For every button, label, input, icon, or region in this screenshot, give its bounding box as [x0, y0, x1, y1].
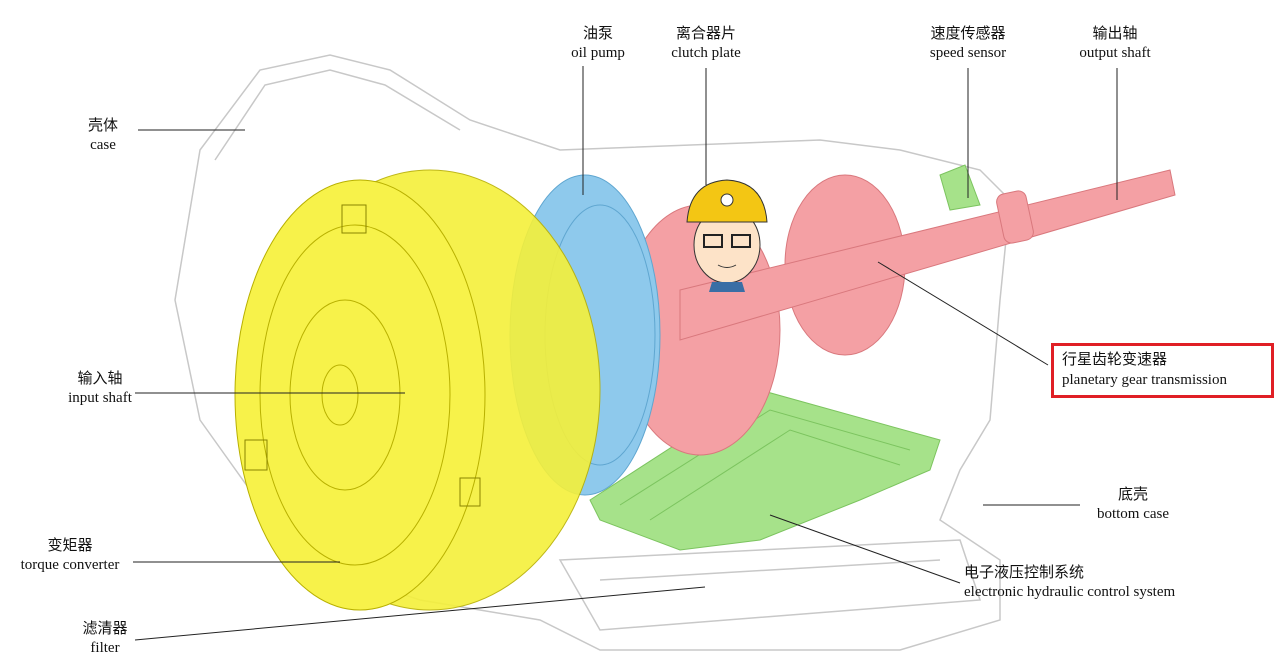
label-torque-converter-zh: 变矩器: [47, 538, 93, 554]
label-clutch-plate-zh: 离合器片: [675, 26, 736, 42]
label-speed-sensor-zh: 速度传感器: [930, 26, 1006, 42]
label-filter: 滤清器 filter: [75, 620, 135, 658]
label-torque-converter: 变矩器 torque converter: [5, 537, 135, 575]
label-planetary-en: planetary gear transmission: [1062, 372, 1227, 388]
label-bottom-case-zh: 底壳: [1117, 487, 1148, 503]
label-case-en: case: [90, 137, 116, 153]
label-oil-pump-en: oil pump: [571, 45, 625, 61]
label-output-shaft-zh: 输出轴: [1092, 26, 1138, 42]
label-clutch-plate-en: clutch plate: [671, 45, 741, 61]
label-hydraulic-control: 电子液压控制系统 electronic hydraulic control sys…: [964, 564, 1175, 602]
label-planetary-gear-transmission: 行星齿轮变速器 planetary gear transmission: [1051, 343, 1274, 398]
label-filter-en: filter: [90, 640, 120, 656]
label-torque-converter-en: torque converter: [20, 557, 120, 573]
label-oil-pump: 油泵 oil pump: [558, 25, 638, 63]
label-hydraulic-en: electronic hydraulic control system: [964, 584, 1176, 600]
torque-converter: [234, 169, 601, 611]
label-input-shaft-zh: 输入轴: [77, 371, 123, 387]
leader-lines: [133, 66, 1118, 641]
label-case-zh: 壳体: [87, 118, 118, 134]
label-output-shaft: 输出轴 output shaft: [1060, 25, 1170, 63]
label-planetary-zh: 行星齿轮变速器: [1062, 352, 1168, 368]
label-input-shaft-en: input shaft: [68, 390, 132, 406]
label-bottom-case-en: bottom case: [1096, 506, 1170, 522]
engineer-mascot-icon: [686, 179, 768, 292]
label-input-shaft: 输入轴 input shaft: [45, 370, 155, 408]
hydraulic-control-body: [589, 389, 941, 551]
label-case: 壳体 case: [78, 117, 128, 155]
label-speed-sensor: 速度传感器 speed sensor: [913, 25, 1023, 63]
label-bottom-case: 底壳 bottom case: [1083, 486, 1183, 524]
label-speed-sensor-en: speed sensor: [929, 45, 1007, 61]
label-clutch-plate: 离合器片 clutch plate: [656, 25, 756, 63]
label-output-shaft-en: output shaft: [1079, 45, 1151, 61]
label-filter-zh: 滤清器: [82, 621, 128, 637]
label-hydraulic-zh: 电子液压控制系统: [964, 565, 1085, 581]
label-oil-pump-zh: 油泵: [582, 26, 613, 42]
